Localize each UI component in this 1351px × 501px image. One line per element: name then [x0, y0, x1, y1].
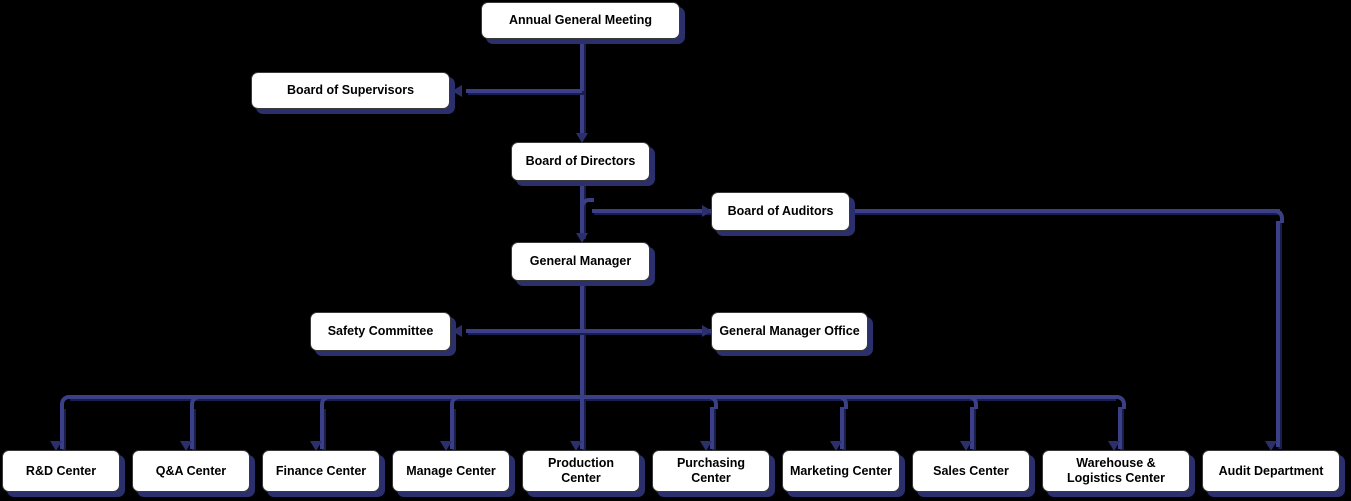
arrowhead-supervisors — [452, 85, 462, 97]
node-label: Q&A Center — [155, 463, 227, 478]
arrowhead-qa-center — [180, 441, 192, 451]
arrowhead-sales-center — [960, 441, 972, 451]
connector-elbow-bus-right — [1112, 395, 1126, 409]
arrowhead-auditors — [702, 205, 712, 217]
node-general-manager[interactable]: General Manager — [511, 242, 650, 281]
node-board-of-supervisors[interactable]: Board of Supervisors — [251, 72, 450, 109]
node-label: Manage Center — [406, 463, 496, 478]
node-purchasing-center[interactable]: Purchasing Center — [652, 450, 770, 492]
connector-elbow-purchasing — [704, 395, 718, 409]
connector-drop-rd — [60, 407, 64, 449]
connector-elbow-directors-auditors — [580, 198, 594, 212]
connector-elbow-qa — [190, 395, 204, 409]
node-label: Safety Committee — [327, 324, 434, 339]
connector-drop-production — [580, 397, 584, 449]
connector-drop-warehouse — [1118, 407, 1122, 449]
connector-auditors-right-run — [850, 209, 1280, 213]
node-label: General Manager — [529, 254, 632, 269]
node-label: Production Center — [548, 456, 614, 485]
arrowhead-directors — [576, 133, 588, 143]
node-label: Board of Supervisors — [286, 83, 415, 98]
connector-agm-to-directors — [580, 39, 584, 135]
arrowhead-purchasing-center — [700, 441, 712, 451]
node-label: Board of Auditors — [727, 204, 834, 219]
connector-drop-manage — [450, 407, 454, 449]
arrowhead-gm-office — [702, 325, 712, 337]
node-sales-center[interactable]: Sales Center — [912, 450, 1030, 492]
arrowhead-marketing-center — [830, 441, 842, 451]
connector-auditors-down-run — [1276, 221, 1280, 447]
node-label: Finance Center — [275, 463, 367, 478]
node-audit-department[interactable]: Audit Department — [1202, 450, 1340, 492]
connector-drop-purchasing — [710, 407, 714, 449]
arrowhead-rd-center — [50, 441, 62, 451]
node-label: Audit Department — [1218, 463, 1324, 478]
node-rd-center[interactable]: R&D Center — [2, 450, 120, 492]
connector-drop-sales — [970, 407, 974, 449]
arrowhead-manage-center — [440, 441, 452, 451]
connector-elbow-bus-left — [60, 395, 74, 409]
connector-elbow-auditors-audit — [1270, 209, 1284, 223]
node-label: Annual General Meeting — [508, 13, 653, 28]
connector-drop-marketing — [840, 407, 844, 449]
connector-department-bus — [68, 395, 1114, 399]
connector-gm-to-gmoffice — [580, 329, 712, 333]
arrowhead-safety-committee — [452, 325, 462, 337]
arrowhead-gm — [576, 233, 588, 243]
node-board-of-directors[interactable]: Board of Directors — [511, 142, 650, 181]
connector-gm-to-safety — [466, 329, 582, 333]
node-label: Sales Center — [933, 463, 1009, 478]
node-annual-general-meeting[interactable]: Annual General Meeting — [481, 2, 680, 39]
node-label: R&D Center — [25, 463, 97, 478]
node-label: Board of Directors — [525, 154, 636, 169]
connector-drop-finance — [320, 407, 324, 449]
node-label: Marketing Center — [789, 463, 893, 478]
node-qa-center[interactable]: Q&A Center — [132, 450, 250, 492]
node-general-manager-office[interactable]: General Manager Office — [711, 312, 868, 351]
connector-elbow-marketing — [834, 395, 848, 409]
connector-drop-qa — [190, 407, 194, 449]
arrowhead-warehouse-center — [1108, 441, 1120, 451]
arrowhead-production-center — [570, 441, 582, 451]
connector-elbow-finance — [320, 395, 334, 409]
connector-directors-to-auditors — [592, 209, 712, 213]
node-marketing-center[interactable]: Marketing Center — [782, 450, 900, 492]
node-board-of-auditors[interactable]: Board of Auditors — [711, 192, 850, 231]
node-production-center[interactable]: Production Center — [522, 450, 640, 492]
connector-agm-to-supervisors — [466, 89, 582, 93]
connector-gm-trunk — [580, 281, 584, 397]
node-finance-center[interactable]: Finance Center — [262, 450, 380, 492]
arrowhead-finance-center — [310, 441, 322, 451]
node-safety-committee[interactable]: Safety Committee — [310, 312, 451, 351]
node-label: Purchasing Center — [676, 456, 746, 485]
node-manage-center[interactable]: Manage Center — [392, 450, 510, 492]
connector-elbow-manage — [450, 395, 464, 409]
connector-elbow-sales — [964, 395, 978, 409]
node-label: General Manager Office — [719, 324, 860, 339]
node-label: Warehouse & Logistics Center — [1067, 456, 1165, 485]
node-warehouse-logistics-center[interactable]: Warehouse & Logistics Center — [1042, 450, 1190, 492]
arrowhead-audit-department — [1265, 441, 1277, 451]
